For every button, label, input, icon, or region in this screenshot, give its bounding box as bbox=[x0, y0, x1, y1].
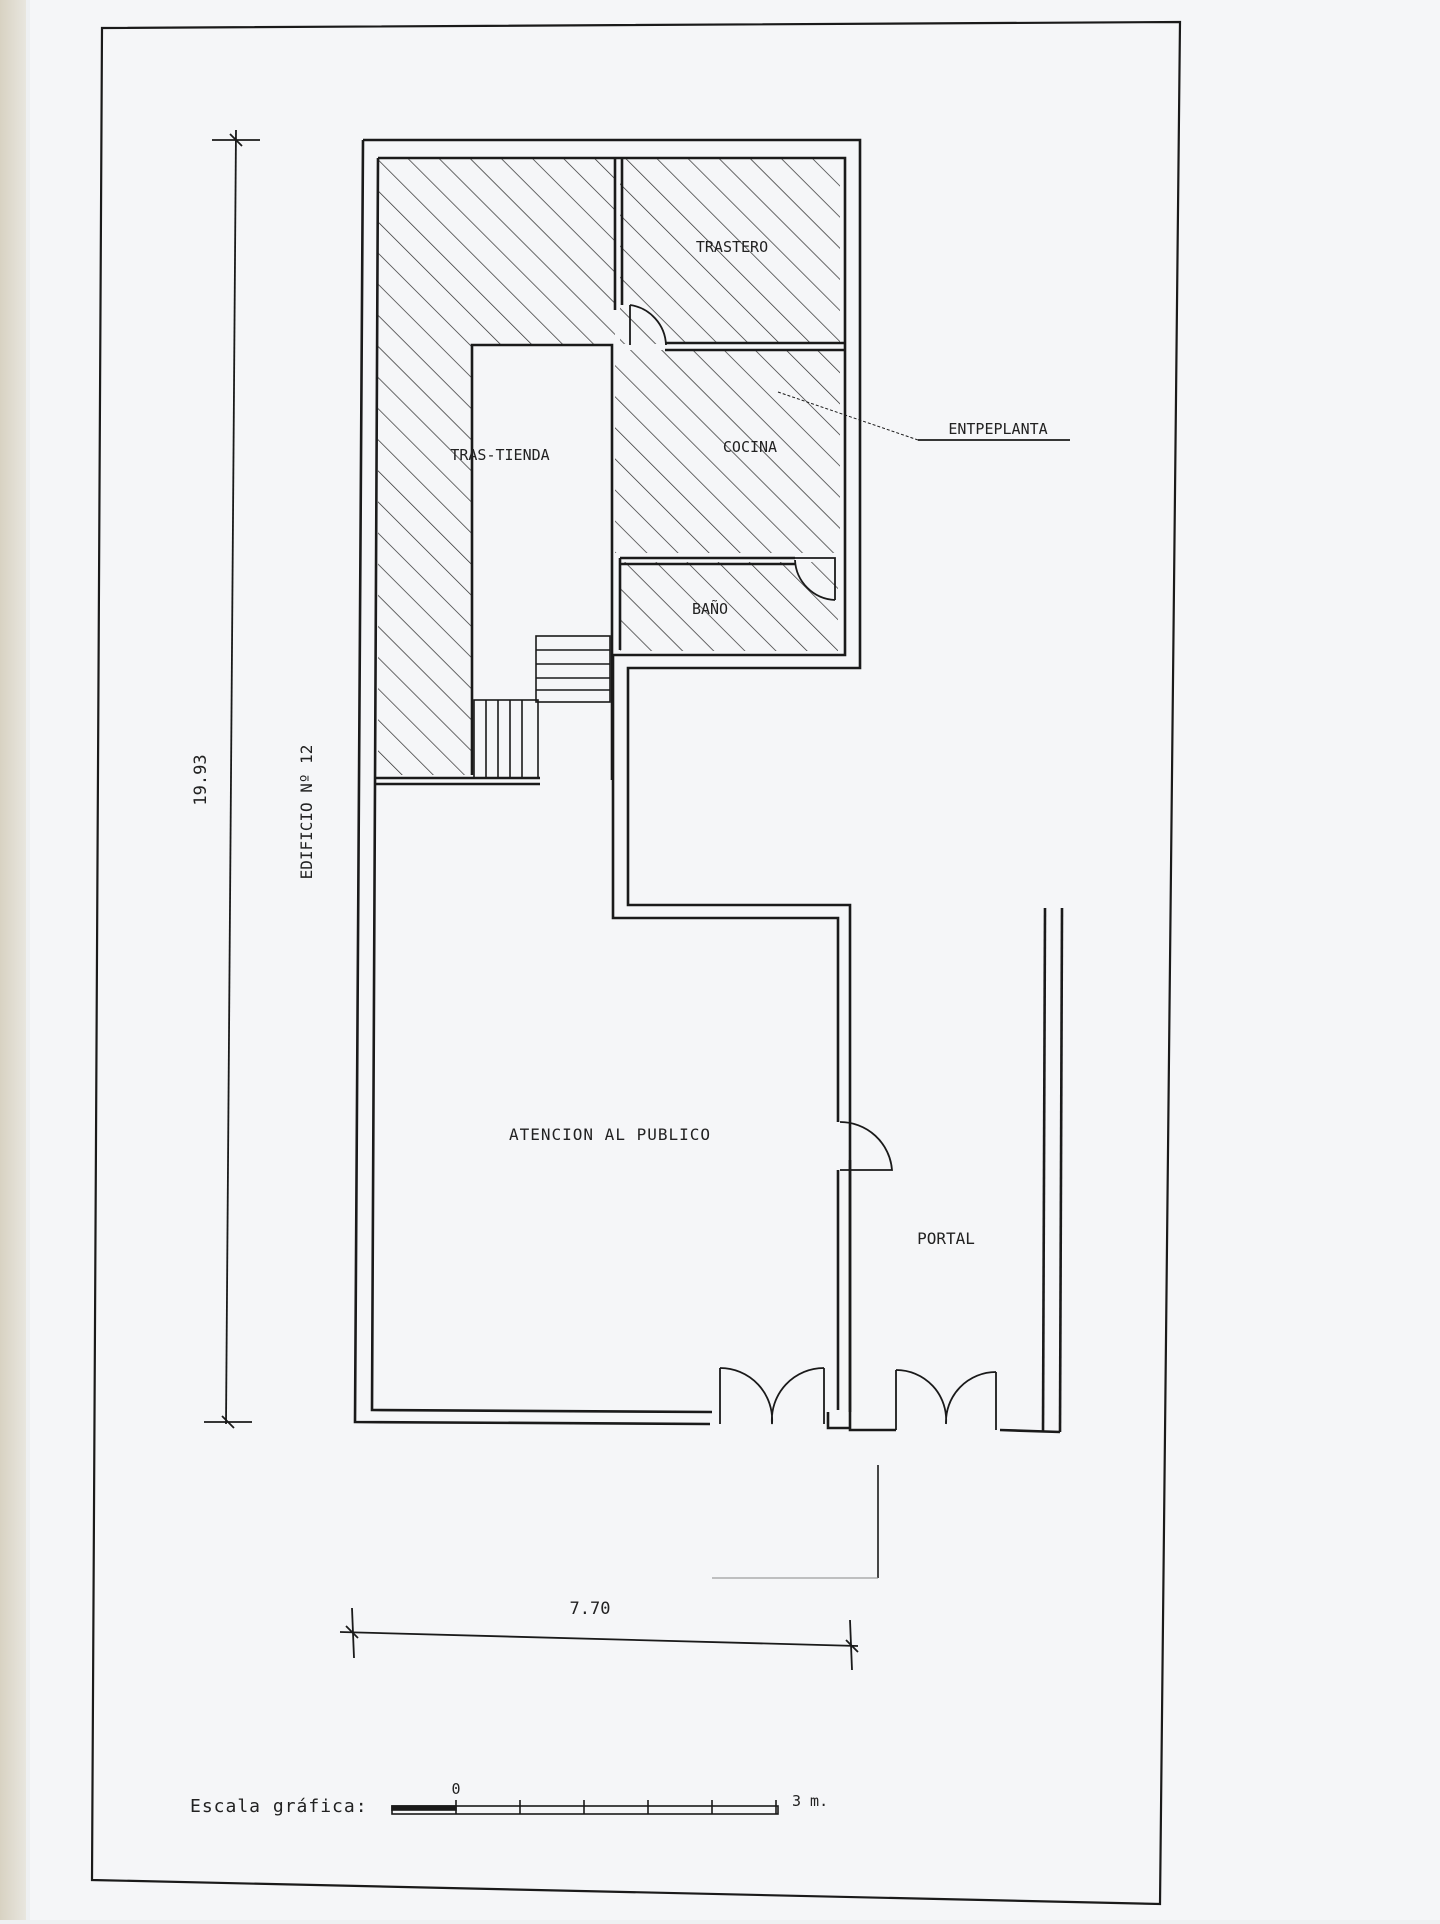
door-shop-front bbox=[719, 1367, 825, 1425]
door-portal-side bbox=[839, 1121, 893, 1171]
room-label-portal: PORTAL bbox=[917, 1229, 975, 1248]
portal-right-wall-2 bbox=[1058, 907, 1064, 1433]
walls bbox=[353, 138, 1064, 1434]
scale-start-label: 0 bbox=[451, 1780, 460, 1798]
dimension-width-label: 7.70 bbox=[570, 1599, 611, 1619]
door-portal-front bbox=[895, 1369, 997, 1425]
shop-front-wall bbox=[826, 1412, 850, 1430]
portal-front-wall bbox=[999, 1428, 1061, 1434]
hatch-bano bbox=[620, 562, 838, 651]
hatch-left-mezzanine bbox=[378, 158, 615, 775]
portal-front-wall-2 bbox=[848, 1412, 896, 1432]
room-label-tras-tienda: TRAS-TIENDA bbox=[450, 446, 549, 464]
dimension-width bbox=[339, 1607, 859, 1671]
room-label-cocina: COCINA bbox=[723, 438, 777, 456]
room-label-bano: BAÑO bbox=[692, 599, 728, 618]
room-label-trastero: TRASTERO bbox=[696, 238, 768, 256]
hatched-areas bbox=[378, 158, 840, 775]
room-label-atencion: ATENCION AL PUBLICO bbox=[509, 1125, 711, 1144]
left-wall-outer bbox=[353, 139, 711, 1426]
outer-wall-outer bbox=[363, 138, 862, 1412]
stair-flight bbox=[473, 699, 539, 779]
scale-bar bbox=[391, 1800, 779, 1815]
scale-end-label: 3 m. bbox=[792, 1792, 828, 1810]
doors bbox=[629, 304, 997, 1430]
door-trastero bbox=[629, 304, 667, 346]
stair-landing bbox=[535, 635, 611, 703]
dimension-height bbox=[204, 129, 260, 1429]
hatch-cocina bbox=[615, 350, 840, 553]
left-wall-inner bbox=[370, 157, 713, 1414]
staircase bbox=[473, 635, 611, 779]
annotation-entreplanta: ENTPEPLANTA bbox=[948, 420, 1047, 438]
stair-shaft-wall bbox=[470, 343, 614, 775]
scale-label: Escala gráfica: bbox=[190, 1796, 368, 1817]
door-bano bbox=[794, 557, 836, 601]
drawing-frame bbox=[90, 20, 1182, 1906]
paper-edge bbox=[0, 0, 26, 1920]
dimension-height-label: 19.93 bbox=[191, 754, 211, 805]
hatch-trastero bbox=[620, 158, 840, 344]
portal-right-wall-1 bbox=[1041, 907, 1047, 1433]
annotation-edificio: EDIFICIO Nº 12 bbox=[297, 745, 316, 880]
